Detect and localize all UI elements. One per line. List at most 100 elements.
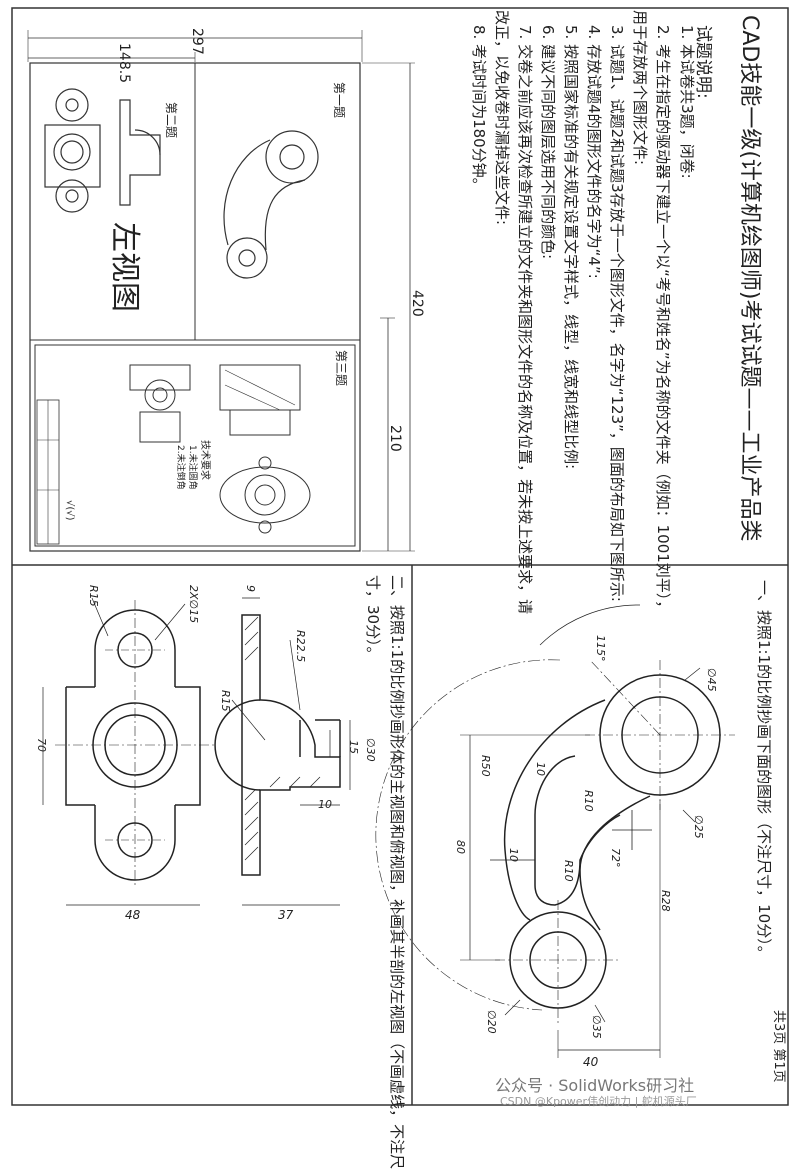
q3-thumb-boss bbox=[244, 474, 286, 516]
q2-thumb-side bbox=[119, 99, 161, 206]
instruction-line: 3. 试题1、试题2和试题3存放于一个图形文件，名字为“123”，图面的布局如下… bbox=[608, 25, 626, 602]
q1-dim-72: 72° bbox=[609, 848, 622, 868]
instruction-line: 2. 考生在指定的驱动器下建立一个以“考号和姓名”为名称的文件夹（例如：1001… bbox=[654, 25, 672, 616]
q1-leader-d20 bbox=[504, 999, 521, 1016]
q1-dim-r28: R28 bbox=[659, 890, 672, 912]
q2-dim-37: 37 bbox=[278, 908, 294, 922]
q2-leader-r15 bbox=[91, 597, 109, 637]
q3-thumbnail bbox=[129, 364, 311, 534]
q1-thumb-boss bbox=[265, 130, 319, 184]
q2-dim-9: 9 bbox=[244, 585, 257, 592]
hatch-line bbox=[244, 846, 259, 861]
instruction-line: 5. 按照国家标准的有关规定设置文字样式，线型，线宽和线型比例: bbox=[562, 25, 580, 470]
q1-dim-d35: ∅35 bbox=[590, 1015, 603, 1039]
q3-thumb-hole bbox=[258, 520, 272, 534]
hatch-line bbox=[309, 776, 321, 788]
q2-dim-15: 15 bbox=[347, 740, 360, 754]
q1-dim-10b: 10 bbox=[507, 848, 520, 862]
q1-angle-arc bbox=[539, 604, 641, 646]
q3-thumb-flange bbox=[219, 466, 311, 524]
page-info: 共3页 第1页 bbox=[771, 1010, 786, 1083]
tech-req-title: 技术要求 bbox=[199, 440, 210, 480]
q3-thumb-circle bbox=[144, 379, 176, 411]
q1-arc-centerline bbox=[375, 659, 561, 1011]
q2-label: 第二题 bbox=[164, 102, 178, 139]
hatch-line bbox=[269, 776, 281, 788]
q2-plan-outline bbox=[65, 687, 95, 806]
q2-side-view bbox=[241, 614, 341, 876]
q3-thumb-top bbox=[129, 364, 191, 391]
q2-leader-hole bbox=[154, 603, 186, 641]
hatch-line bbox=[244, 616, 259, 631]
q1-label: 第一题 bbox=[332, 82, 346, 119]
q1-thumb-arm bbox=[223, 139, 271, 246]
hatch-line bbox=[244, 816, 259, 831]
q2-thumb-base bbox=[44, 124, 101, 188]
exam-drawing bbox=[11, 7, 789, 1106]
q2-dim-hole: 2X∅15 bbox=[187, 585, 200, 624]
q3-thumb-hatch bbox=[224, 384, 281, 411]
exam-page: CAD技能一级(计算机绘图师)考试试题——工业产品类 试题说明: 1. 本试卷共… bbox=[11, 7, 789, 1169]
q2-thumbnail bbox=[44, 88, 161, 213]
q1-dim-d20: ∅20 bbox=[485, 1010, 498, 1034]
q1-leader-d45 bbox=[684, 667, 701, 681]
q2-plan-outline bbox=[175, 686, 201, 806]
q3-label: 第三题 bbox=[334, 350, 348, 387]
hatch-line bbox=[244, 646, 259, 661]
instruction-line: 6. 建议不同的图层选用不同的颜色: bbox=[539, 25, 557, 260]
q2-dim-d30: ∅30 bbox=[364, 738, 377, 762]
watermark-text: 公众号 · SolidWorks研习社 bbox=[495, 1076, 695, 1095]
q1-dim-r50: R50 bbox=[479, 755, 492, 777]
q2-thumb-hole bbox=[65, 98, 79, 112]
q2-thumb-boss bbox=[53, 133, 91, 171]
hatch-line bbox=[289, 776, 301, 788]
q1-dim-r10b: R10 bbox=[562, 860, 575, 882]
q2-text-line1: 二、按照1:1的比例抄画形体的主视图和俯视图，补画其半剖的左视图（不画虚线，不注… bbox=[388, 575, 406, 1169]
q1-dim-80: 80 bbox=[454, 840, 467, 854]
q2-dim-70: 70 bbox=[35, 738, 48, 752]
hatch-line bbox=[244, 801, 259, 816]
q3-thumb-hole bbox=[258, 456, 272, 470]
q1-thumb-hole bbox=[238, 249, 256, 267]
hatch-line bbox=[244, 631, 259, 646]
q1-text: 一、按照1:1的比例抄画下面的图形（不注尺寸，10分）。 bbox=[755, 580, 773, 961]
q2-dim-48: 48 bbox=[125, 908, 141, 922]
q1-dim-10a: 10 bbox=[534, 762, 547, 776]
instruction-line: 1. 本试卷共3题，闭卷: bbox=[678, 25, 696, 179]
q2-dim-r22-5: R22.5 bbox=[294, 630, 307, 663]
left-view-text: 左视图 bbox=[107, 222, 142, 312]
dim-297: 297 bbox=[189, 28, 205, 55]
q2-leader-r22 bbox=[289, 639, 301, 711]
csdn-watermark: CSDN @Kpower伟创动力 | 舵机源头厂 bbox=[500, 1095, 697, 1108]
q1-dim-40: 40 bbox=[583, 1055, 599, 1069]
q2-drawing bbox=[42, 597, 351, 906]
dim-420: 420 bbox=[409, 290, 425, 317]
q3-thumb-hole bbox=[152, 387, 168, 403]
instruction-line: 用于存放两个图形文件: bbox=[631, 10, 649, 166]
layout-sheet bbox=[27, 30, 415, 552]
dim-148-5: 148.5 bbox=[116, 43, 132, 84]
q1-thumb-boss bbox=[226, 237, 268, 279]
q2-thumb-ear bbox=[55, 179, 89, 213]
q2-dim-10: 10 bbox=[318, 798, 332, 811]
q2-thumb-arc bbox=[134, 129, 161, 156]
q2-leader-r15-mid bbox=[231, 699, 266, 741]
hatch-line bbox=[244, 789, 256, 801]
q3-thumb-hatch bbox=[224, 369, 296, 406]
q1-leader-d25 bbox=[682, 809, 696, 823]
exam-title: CAD技能一级(计算机绘图师)考试试题——工业产品类 bbox=[737, 15, 762, 542]
q1-dim-r10a: R10 bbox=[582, 790, 595, 812]
instruction-line: 7. 交卷之前应该再次检查所建立的文件夹和图形文件的名称及位置，若未按上述要求，… bbox=[516, 25, 534, 615]
q1-outer-arm bbox=[503, 699, 606, 921]
q2-hatch bbox=[244, 616, 321, 861]
q3-thumb-body bbox=[229, 409, 291, 436]
dim-210: 210 bbox=[387, 425, 403, 452]
q3-sub-frame bbox=[34, 344, 356, 547]
q2-dim-r15-top: R15 bbox=[87, 585, 100, 607]
q2-thumb-hole bbox=[65, 189, 79, 203]
instruction-line: 8. 考试时间为180分钟。 bbox=[470, 25, 488, 193]
roughness-symbol: √(√) bbox=[64, 500, 75, 521]
q2-text-line2: 寸，30分）。 bbox=[364, 575, 382, 662]
tech-req-line: 2.未注倒角 bbox=[175, 445, 185, 490]
q1-drawing bbox=[375, 604, 735, 1058]
